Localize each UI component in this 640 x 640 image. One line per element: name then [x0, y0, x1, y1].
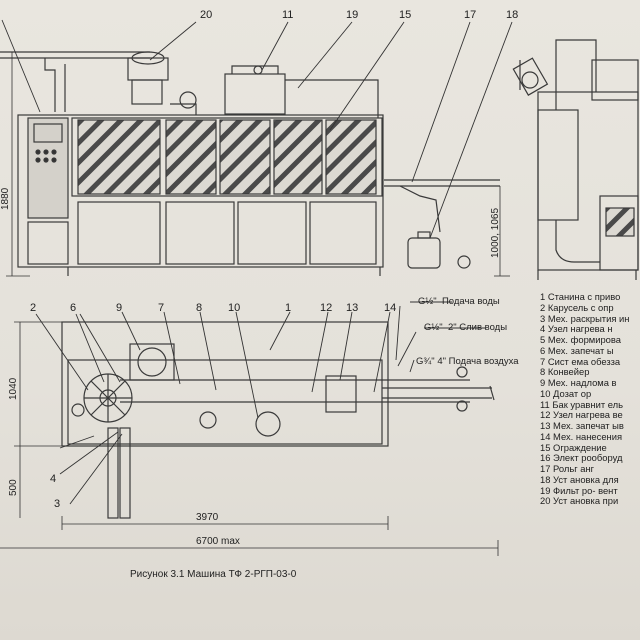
front-callouts: 20 11 19 15 17 18 [200, 9, 518, 21]
callout-1: 1 [285, 302, 291, 314]
plan-callouts: 2 6 9 7 8 10 1 12 13 14 4 3 [30, 302, 396, 510]
plan-view [61, 321, 495, 519]
legend-item: 12 Узел нагрева ве [540, 409, 623, 421]
callout-14: 14 [384, 302, 396, 314]
legend-item: 11 Бак уравнит ель [540, 398, 623, 410]
dim-table-height: 1000, 1065 [490, 208, 501, 258]
side-elevation [512, 39, 639, 280]
dim-side-500: 500 [8, 479, 19, 496]
legend-item: 15 Ограждение [540, 441, 607, 453]
callout-3: 3 [54, 498, 60, 510]
plan-leaders [35, 301, 486, 505]
plan-dimensions [0, 321, 499, 556]
water-drain-label: G½" 2" Слив воды [424, 322, 507, 333]
legend-item: 18 Уст ановка для [540, 473, 619, 485]
callout-20: 20 [200, 9, 212, 21]
callout-4: 4 [50, 473, 56, 485]
legend-item: 9 Мех. надлома в [540, 377, 617, 388]
front-elevation [0, 51, 500, 276]
legend-item: 13 Мех. запечат ыв [540, 420, 624, 431]
parts-legend: 1 Станина с приво 2 Карусель с опр 3 Мех… [540, 292, 640, 507]
callout-12: 12 [320, 302, 332, 314]
dim-length-6700: 6700 max [196, 536, 240, 547]
callout-10: 10 [228, 302, 240, 314]
legend-item: 20 Уст ановка при [540, 495, 619, 507]
callout-7: 7 [158, 302, 164, 314]
callout-19: 19 [346, 9, 358, 21]
legend-item: 1 Станина с приво [540, 292, 621, 302]
legend-item: 14 Мех. нанесения [540, 430, 623, 442]
legend-item: 16 Элект рооборуд [540, 452, 623, 464]
callout-17: 17 [464, 9, 476, 21]
dim-width-1040: 1040 [8, 377, 19, 400]
legend-item: 3 Мех. раскрытия ин [540, 312, 630, 324]
callout-6: 6 [70, 302, 76, 314]
legend-item: 2 Карусель с опр [540, 301, 614, 313]
air-supply-label: G¾" 4" Подача воздуха [416, 356, 519, 367]
legend-item: 8 Конвейер [540, 366, 590, 378]
callout-18: 18 [506, 9, 518, 21]
dim-height-1880: 1880 [0, 187, 11, 210]
legend-item: 6 Мех. запечат ы [540, 344, 614, 356]
legend-item: 17 Рольг анг [540, 463, 595, 474]
legend-item: 5 Мех. формирова [540, 334, 621, 345]
legend-item: 10 Дозат ор [540, 387, 592, 399]
legend-item: 19 Фильт ро- вент [540, 484, 618, 496]
legend-item: 7 Сист ема обезза [540, 355, 621, 367]
callout-13: 13 [346, 302, 358, 314]
callout-15: 15 [399, 9, 411, 21]
callout-2: 2 [30, 302, 36, 314]
front-dimensions [6, 52, 510, 277]
callout-8: 8 [196, 302, 202, 314]
callout-11: 11 [282, 9, 293, 21]
water-supply-label: G½" Подача воды [418, 296, 500, 307]
figure-caption: Рисунок 3.1 Машина ТФ 2-РГП-03-0 [130, 569, 297, 580]
legend-item: 4 Узел нагрева н [540, 323, 613, 335]
callout-9: 9 [116, 302, 122, 314]
front-leaders [1, 19, 513, 239]
connection-labels: G½" Подача воды G½" 2" Слив воды G¾" 4" … [416, 296, 519, 367]
dim-length-3970: 3970 [196, 512, 219, 523]
